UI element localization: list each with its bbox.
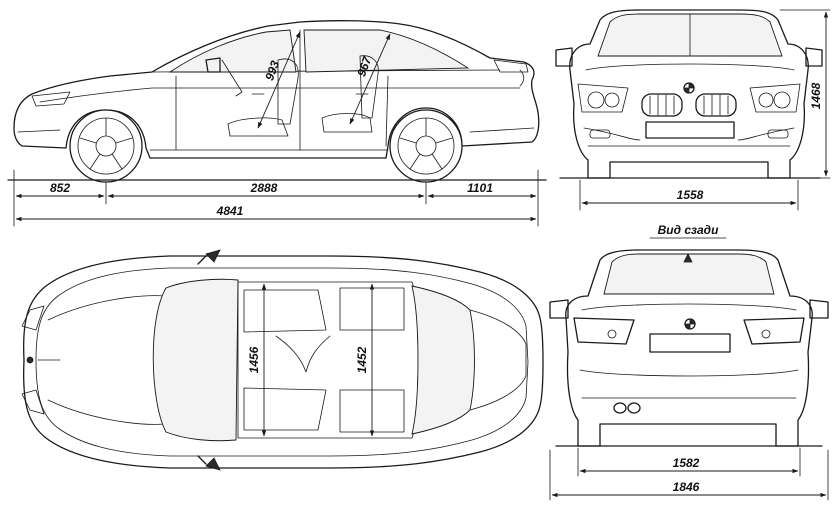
rear-view <box>549 249 829 447</box>
dim-front-height: 1468 <box>809 82 823 109</box>
dim-rear-track: 1582 <box>673 456 700 470</box>
dim-front-track: 1558 <box>677 188 704 202</box>
top-body-outline <box>22 255 544 469</box>
dim-wheelbase: 2888 <box>250 181 278 195</box>
rear-right-light <box>743 317 805 345</box>
side-view <box>7 20 547 183</box>
rear-left-light <box>573 317 635 345</box>
front-license-plate <box>645 121 735 139</box>
side-body-outline <box>13 20 540 159</box>
rear-view-title: Вид сзади <box>658 223 719 237</box>
top-roof <box>237 281 419 439</box>
dim-total-length: 4841 <box>216 204 244 218</box>
dim-rear-seat-height: 967 <box>354 54 374 79</box>
dim-front-seat-height: 993 <box>262 59 282 83</box>
dim-front-overhang: 852 <box>50 181 70 195</box>
front-kidney-grille <box>641 93 737 117</box>
side-front-wheel <box>69 109 143 183</box>
dim-top-front-width: 1456 <box>247 346 261 373</box>
dim-rear-total-width: 1846 <box>673 480 700 494</box>
rear-body-outline <box>565 249 813 447</box>
rear-badge-logo <box>684 318 696 330</box>
top-view <box>21 249 544 471</box>
dim-rear-overhang: 1101 <box>467 181 493 195</box>
top-rear-window <box>411 285 475 435</box>
rear-license-plate <box>649 333 731 353</box>
top-windscreen <box>152 278 239 442</box>
front-view <box>555 9 823 179</box>
rear-window <box>603 253 775 295</box>
dim-top-rear-width: 1452 <box>355 346 369 373</box>
rear-exhaust <box>613 402 641 414</box>
rear-dimensions <box>549 447 829 501</box>
front-badge-logo <box>683 82 695 94</box>
front-left-headlight <box>577 83 629 113</box>
side-rear-window <box>303 29 470 73</box>
side-rear-wheel <box>389 109 463 183</box>
side-dimensions <box>13 169 539 227</box>
front-right-headlight <box>749 83 801 113</box>
front-dimensions <box>579 9 831 211</box>
